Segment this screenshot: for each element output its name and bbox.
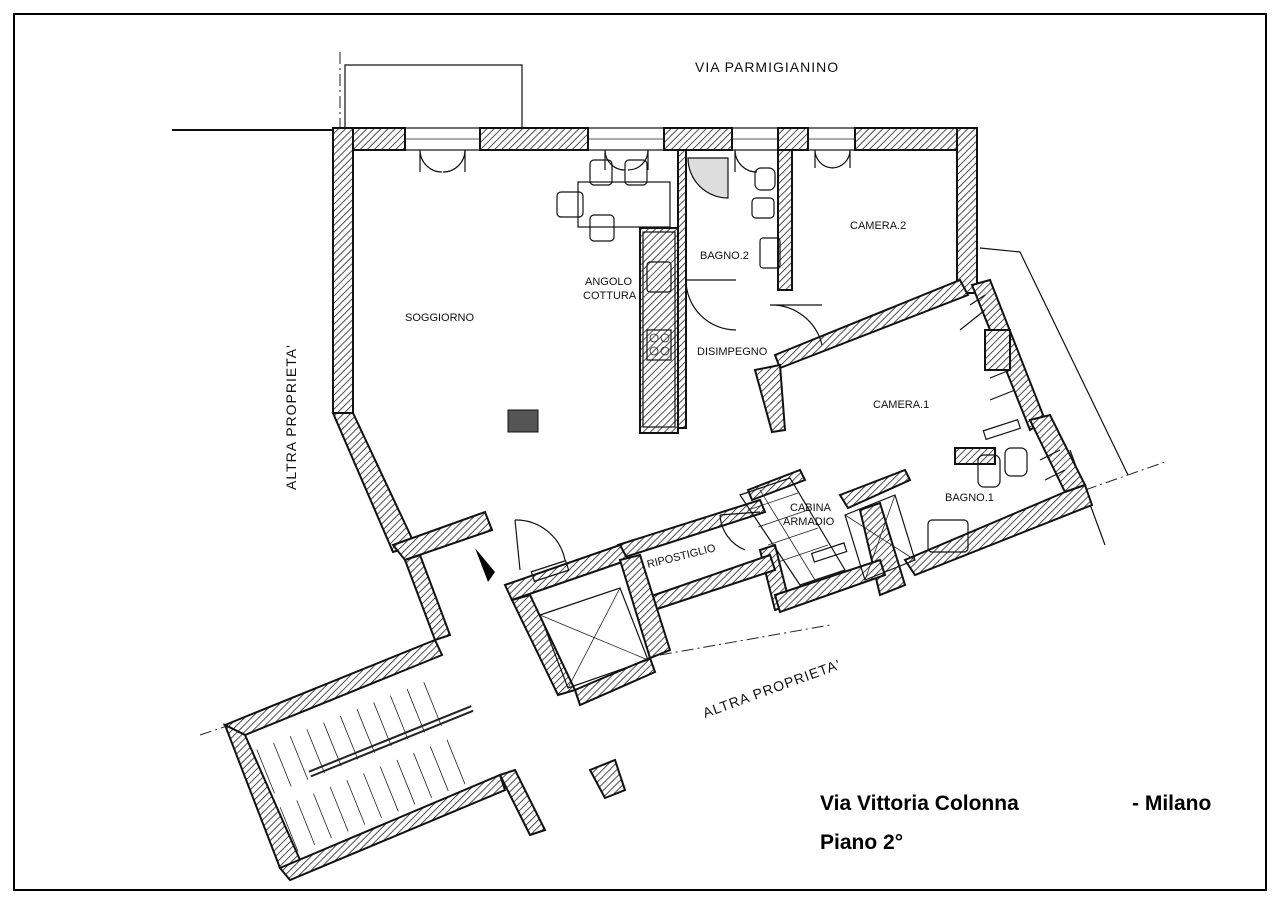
room-label-angolo: ANGOLO <box>585 276 633 288</box>
pillar <box>507 409 539 433</box>
room-label-camera2: CAMERA.2 <box>850 220 906 232</box>
neighbor-label-west: ALTRA PROPRIETA' <box>283 344 299 490</box>
stair-tread <box>413 753 432 798</box>
room-label-bagno2: BAGNO.2 <box>700 250 749 262</box>
bagno1-fixtures <box>844 447 1028 581</box>
room-label-disimpegno: DISIMPEGNO <box>697 346 768 358</box>
stair-tread <box>363 773 382 819</box>
stair-tread <box>346 779 366 825</box>
radiators <box>530 418 1022 583</box>
room-label-cabina: CABINA <box>790 502 832 514</box>
title-address: Via Vittoria Colonna <box>820 792 1019 815</box>
neighbor-label-south: ALTRA PROPRIETA' <box>701 656 843 721</box>
elevator <box>539 587 649 689</box>
stair-tread <box>396 759 416 805</box>
stair-tread <box>446 739 466 785</box>
wardrobe-shelving <box>739 477 846 586</box>
stair-tread <box>313 793 332 839</box>
title-city: - Milano <box>1132 792 1212 815</box>
stair-tread <box>310 709 474 778</box>
stair-tread <box>256 749 275 794</box>
stair-tread <box>289 736 309 780</box>
kitchen-counter <box>642 231 676 428</box>
stair-tread <box>279 806 299 852</box>
windows <box>404 127 856 151</box>
staircase <box>256 682 474 852</box>
title-floor: Piano 2° <box>820 831 904 854</box>
dining-table <box>556 159 671 242</box>
stair-tread <box>379 766 399 812</box>
room-label-soggiorno: SOGGIORNO <box>405 312 475 324</box>
room-label-cottura: COTTURA <box>583 290 637 302</box>
room-label-camera1: CAMERA.1 <box>873 399 929 411</box>
stair-tread <box>296 800 316 846</box>
room-label-bagno1: BAGNO.1 <box>945 492 994 504</box>
room-label-armadio: ARMADIO <box>783 516 835 528</box>
stair-tread <box>308 705 472 773</box>
stair-tread <box>273 742 292 787</box>
page-frame <box>13 13 1267 891</box>
walls <box>222 127 1094 882</box>
entrance-arrow <box>475 548 495 582</box>
stair-tread <box>329 786 349 832</box>
stair-tread <box>429 746 449 792</box>
bagno2-fixtures <box>687 157 781 269</box>
street-label-north: VIA PARMIGIANINO <box>695 59 839 75</box>
